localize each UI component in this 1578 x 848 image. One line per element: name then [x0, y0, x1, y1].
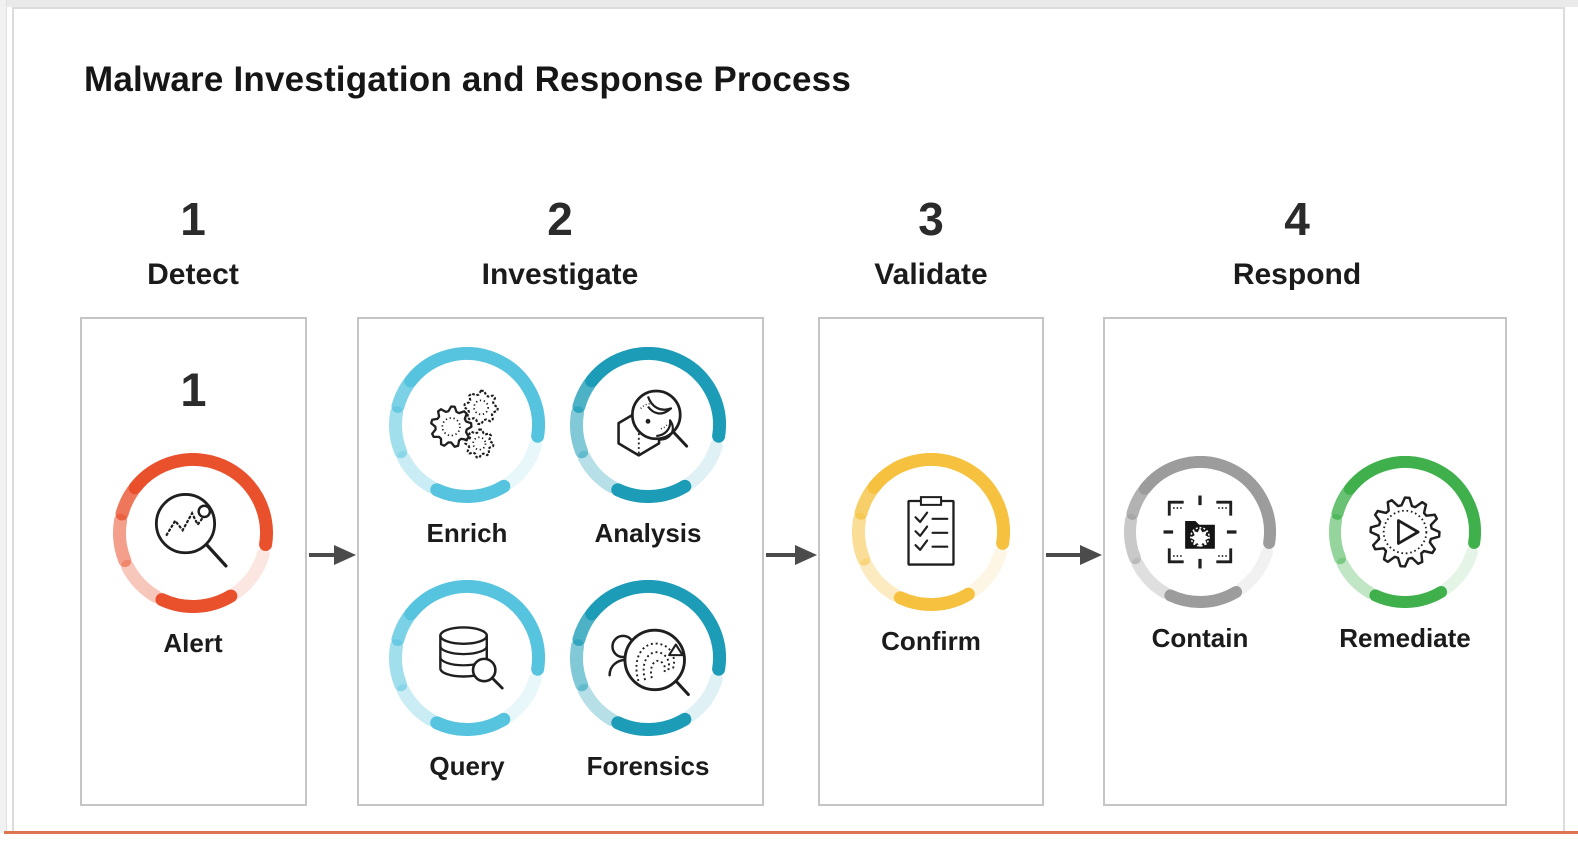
stage-header-validate: 3 Validate: [831, 196, 1031, 292]
stage-label: Respond: [1232, 258, 1362, 291]
stage-number: 2: [547, 193, 573, 245]
ring-item-contain: Contain: [1124, 456, 1276, 654]
enrich-progress-ring: [389, 347, 545, 503]
contain-progress-ring: [1124, 456, 1276, 608]
quarantine-folder-icon: [1163, 495, 1237, 569]
analysis-progress-ring: [570, 347, 726, 503]
arrow-head-icon: [795, 545, 817, 565]
ring-item-forensics: Forensics: [570, 580, 726, 782]
stage-box-detect: [80, 317, 307, 806]
bottom-accent-line: [4, 831, 1578, 834]
query-progress-ring: [389, 580, 545, 736]
gears-icon: [430, 389, 499, 459]
item-label: Alert: [163, 628, 223, 658]
alert-progress-ring: [113, 453, 273, 613]
database-magnifier-icon: [439, 626, 504, 690]
stage-label: Validate: [874, 258, 988, 291]
item-label: Query: [429, 751, 505, 781]
stage-label: Investigate: [481, 258, 639, 291]
item-label: Analysis: [594, 518, 702, 548]
ring-item-remediate: Remediate: [1329, 456, 1481, 654]
stage-number: 3: [918, 193, 944, 245]
arrow-head-icon: [1080, 545, 1102, 565]
stage-header-respond: 4 Respond: [1197, 196, 1397, 292]
flow-arrow-2: [766, 545, 817, 565]
stage-label: Detect: [147, 258, 239, 291]
arrow-head-icon: [334, 545, 356, 565]
stage-box-investigate: [357, 317, 764, 806]
ring-item-analysis: Analysis: [570, 347, 726, 549]
stage-number: 1: [180, 193, 206, 245]
item-label: Contain: [1151, 623, 1249, 653]
arrow-shaft: [766, 553, 801, 557]
top-edge-strip: [0, 0, 1578, 7]
item-label: Forensics: [586, 751, 710, 781]
flow-arrow-3: [1046, 545, 1102, 565]
left-edge-strip: [0, 0, 7, 833]
stage-header-detect: 1 Detect: [93, 196, 293, 292]
stage-header-investigate: 2 Investigate: [460, 196, 660, 292]
forensics-progress-ring: [570, 580, 726, 736]
gear-play-icon: [1369, 496, 1441, 568]
ring-item-enrich: Enrich: [389, 347, 545, 549]
panel-number: 1: [180, 363, 207, 416]
arrow-shaft: [1046, 553, 1086, 557]
fingerprint-bug-magnifier-icon: [608, 628, 690, 697]
checklist-clipboard-icon: [907, 496, 955, 566]
cube-magnifier-icon: [617, 389, 689, 457]
page-title: Malware Investigation and Response Proce…: [84, 60, 851, 99]
ring-item-alert: Alert: [113, 453, 273, 659]
item-label: Remediate: [1339, 623, 1471, 653]
remediate-progress-ring: [1329, 456, 1481, 608]
ring-item-confirm: Confirm: [852, 453, 1010, 657]
ring-item-query: Query: [389, 580, 545, 782]
arrow-shaft: [309, 553, 340, 557]
confirm-progress-ring: [852, 453, 1010, 611]
flow-arrow-1: [309, 545, 356, 565]
alert-magnifier-icon: [154, 493, 228, 568]
stage-number: 4: [1284, 193, 1310, 245]
item-label: Confirm: [881, 626, 981, 656]
item-label: Enrich: [426, 518, 508, 548]
